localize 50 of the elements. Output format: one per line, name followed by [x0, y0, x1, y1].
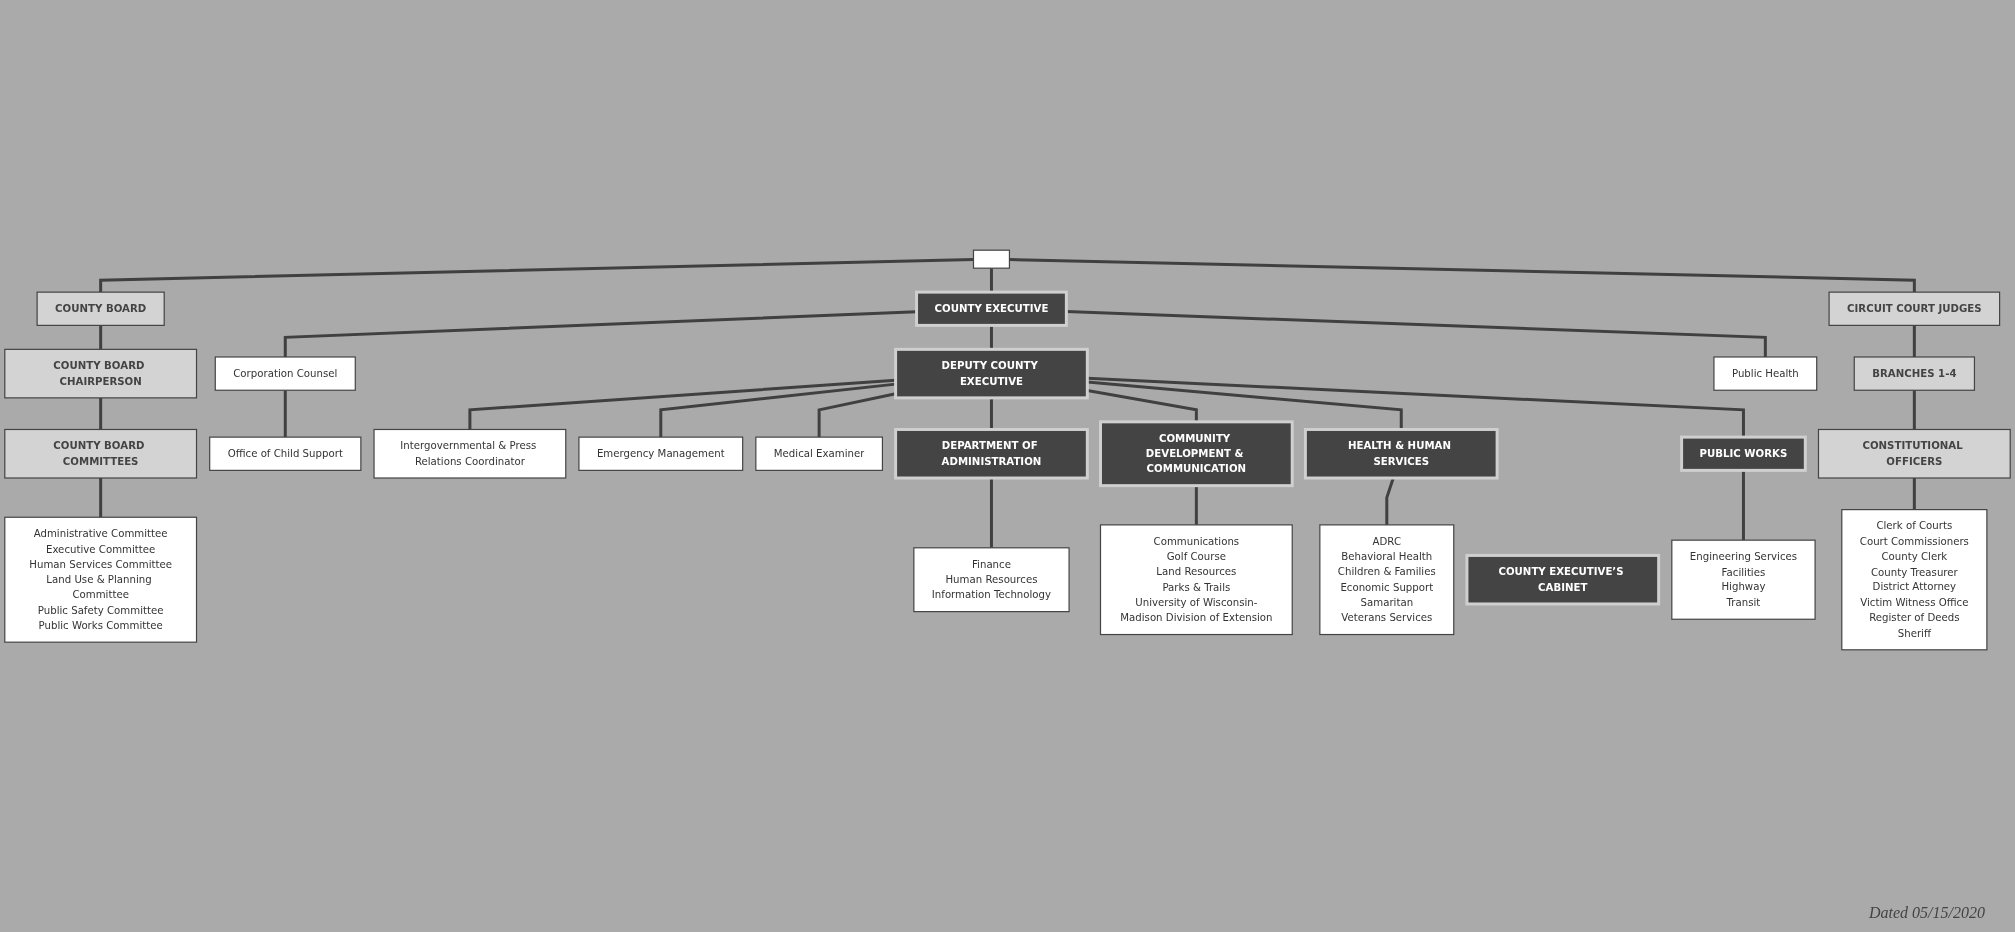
node-box: DEPARTMENT OF ADMINISTRATION: [894, 428, 1089, 480]
date-note: Dated 05/15/2020: [1869, 904, 1985, 922]
connector: [1741, 470, 1745, 541]
node-box: CIRCUIT COURT JUDGES: [1828, 291, 2001, 326]
node-box: HEALTH & HUMAN SERVICES: [1303, 428, 1499, 480]
node-box: COUNTY EXECUTIVE: [915, 290, 1068, 327]
connector: [468, 378, 896, 430]
connector: [1912, 478, 1916, 510]
connector: [659, 382, 896, 438]
connector: [99, 478, 103, 518]
node-box: Finance Human Resources Information Technology: [913, 547, 1070, 613]
connector: [283, 310, 917, 357]
node-box: DEPUTY COUNTY EXECUTIVE: [894, 347, 1089, 400]
node-box: Emergency Management: [578, 436, 744, 471]
connector: [989, 478, 993, 548]
connector: [1009, 258, 1916, 293]
node-box: Public Health: [1713, 356, 1818, 391]
node-box: Communications Golf Course Land Resources Parks & Trails University of Wisconsin-Madison Division of Extension: [1099, 524, 1293, 636]
node-box: ADRC Behavioral Health Children & Families Economic Support Samaritan Veterans Services: [1319, 524, 1455, 636]
connector: [989, 325, 993, 350]
node-box: COMMUNITY DEVELOPMENT & COMMUNICATION: [1099, 420, 1294, 488]
connector: [1087, 380, 1403, 430]
connector: [283, 390, 287, 438]
node-box: Clerk of Courts Court Commissioners County Clerk County Treasurer District Attorney Victim Witness Office Register of Deeds Sheriff: [1841, 509, 1988, 651]
node-box: PUBLIC WORKS: [1680, 435, 1807, 472]
connector: [99, 325, 103, 350]
node-box: Corporation Counsel: [214, 356, 356, 391]
connector: [1087, 376, 1745, 438]
connector: [1912, 390, 1916, 430]
node-box: CONSTITUTIONAL OFFICERS: [1817, 428, 2011, 479]
node-box: Engineering Services Facilities Highway Transit: [1671, 539, 1816, 620]
connector: [817, 392, 896, 438]
connector: [989, 268, 993, 293]
node-box: Office of Child Support: [209, 436, 362, 471]
connector: [1066, 310, 1767, 357]
connector: [99, 397, 103, 430]
node-box: BRANCHES 1-4: [1853, 356, 1976, 391]
node-box: Medical Examiner: [755, 436, 883, 471]
node-box: COUNTY BOARD COMMITTEES: [4, 428, 198, 479]
node-box: Intergovernmental & Press Relations Coordinator: [373, 428, 567, 479]
connector: [99, 258, 974, 293]
node-box: COUNTY BOARD CHAIRPERSON: [4, 348, 198, 399]
connector: [1087, 389, 1198, 422]
connector: [1912, 325, 1916, 357]
node-box: Administrative Committee Executive Committee Human Services Committee Land Use & Planning Committee Public Safety Committee Public Works Committee: [4, 516, 198, 643]
connector: [989, 397, 993, 430]
node-box: [972, 249, 1011, 269]
node-box: COUNTY EXECUTIVE’S CABINET: [1465, 553, 1661, 606]
node-box: COUNTY BOARD: [36, 291, 165, 326]
connector: [1194, 485, 1198, 525]
